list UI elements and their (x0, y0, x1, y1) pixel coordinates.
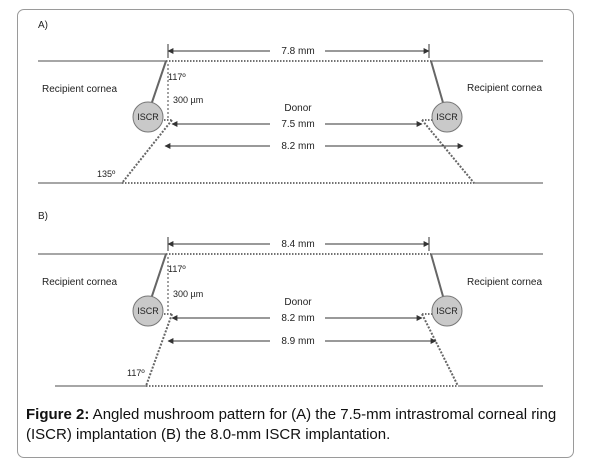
top-width-label: 8.4 mm (281, 239, 314, 250)
caption-text: Angled mushroom pattern for (A) the 7.5-… (26, 406, 557, 443)
figure-caption: Figure 2: Angled mushroom pattern for (A… (26, 405, 574, 445)
donor-label: Donor (284, 103, 312, 114)
inner-width-label: 8.2 mm (281, 313, 314, 324)
panel-b: B) ISCR ISCR 8.4 mm Donor 8.2 mm 8.9 mm … (38, 211, 543, 387)
inner-width-label: 7.5 mm (281, 119, 314, 130)
iscr-right-label: ISCR (436, 112, 458, 122)
recipient-right-label: Recipient cornea (467, 83, 542, 94)
angle-bottom-label: 117º (127, 368, 145, 378)
panel-a: A) ISCR ISCR 7.8 mm Donor 7.5 mm (38, 20, 543, 184)
recipient-left-label: Recipient cornea (42, 277, 117, 288)
depth-label: 300 µm (173, 95, 203, 105)
iscr-ring-left (132, 295, 164, 327)
cut-left-lower (121, 119, 173, 184)
donor-label: Donor (284, 297, 312, 308)
iscr-ring-left (132, 101, 164, 133)
cut-right-lower (421, 313, 459, 387)
angle-top-label: 117º (168, 72, 186, 82)
iscr-ring-right (431, 101, 463, 133)
recipient-right-label: Recipient cornea (467, 277, 542, 288)
bottom-width-label: 8.9 mm (281, 336, 314, 347)
cut-left-lower (145, 313, 173, 387)
panel-b-label: B) (38, 211, 48, 222)
angle-bottom-label: 135º (97, 169, 116, 179)
iscr-left-label: ISCR (137, 306, 159, 316)
iscr-right-label: ISCR (436, 306, 458, 316)
iscr-left-label: ISCR (137, 112, 159, 122)
figure-frame (17, 9, 574, 458)
recipient-left-label: Recipient cornea (42, 84, 117, 95)
bottom-width-label: 8.2 mm (281, 141, 314, 152)
depth-label: 300 µm (173, 289, 203, 299)
cut-right-lower (421, 119, 475, 184)
caption-lead: Figure 2: (26, 406, 90, 423)
panel-a-label: A) (38, 20, 48, 31)
top-width-label: 7.8 mm (281, 46, 314, 57)
iscr-ring-right (431, 295, 463, 327)
angle-top-label: 117º (168, 264, 186, 274)
